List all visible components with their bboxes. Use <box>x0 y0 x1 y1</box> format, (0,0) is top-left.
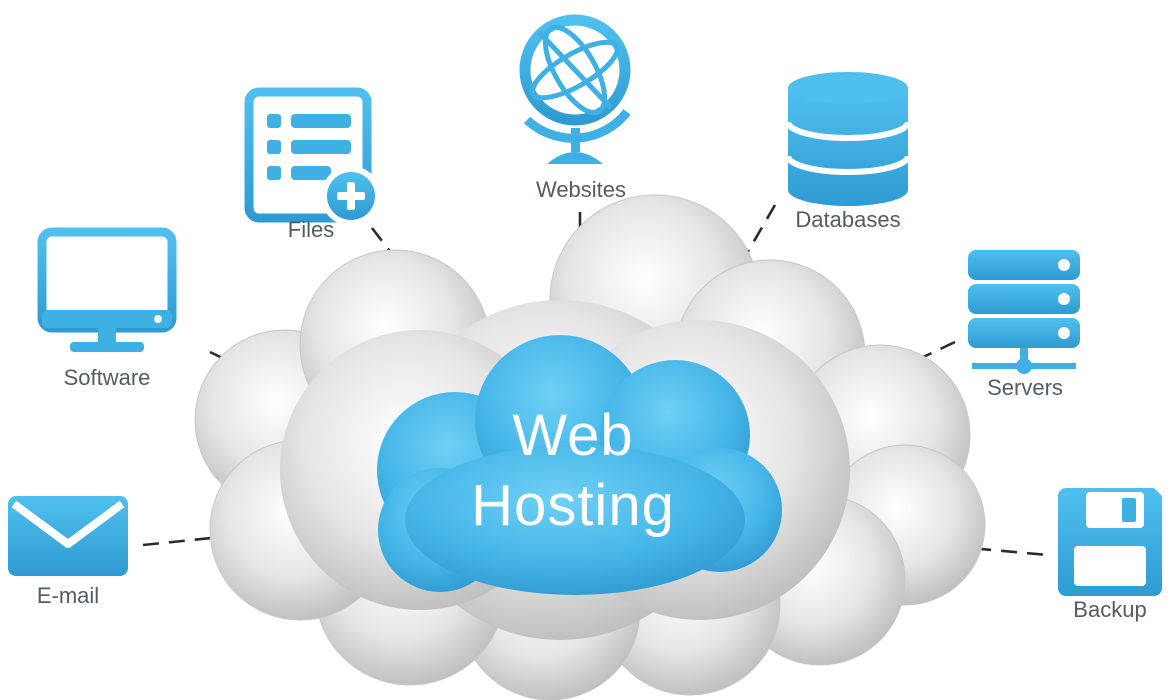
connector-email <box>142 518 389 547</box>
floppy-disk-icon <box>1058 488 1162 596</box>
monitor-icon <box>37 227 177 352</box>
envelope-icon <box>8 496 128 576</box>
label-servers: Servers <box>987 375 1063 400</box>
web-hosting-cloud: Web Hosting <box>377 335 782 595</box>
database-icon <box>785 72 911 206</box>
center-title-line2: Hosting <box>471 473 675 538</box>
label-software: Software <box>64 365 151 390</box>
globe-icon <box>519 14 631 164</box>
label-backup: Backup <box>1073 597 1146 622</box>
label-files: Files <box>288 217 334 242</box>
server-rack-icon <box>968 250 1080 374</box>
label-websites: Websites <box>536 177 626 202</box>
file-list-add-icon <box>244 87 381 226</box>
center-title-line1: Web <box>512 403 633 468</box>
label-databases: Databases <box>795 207 900 232</box>
label-email: E-mail <box>37 583 99 608</box>
